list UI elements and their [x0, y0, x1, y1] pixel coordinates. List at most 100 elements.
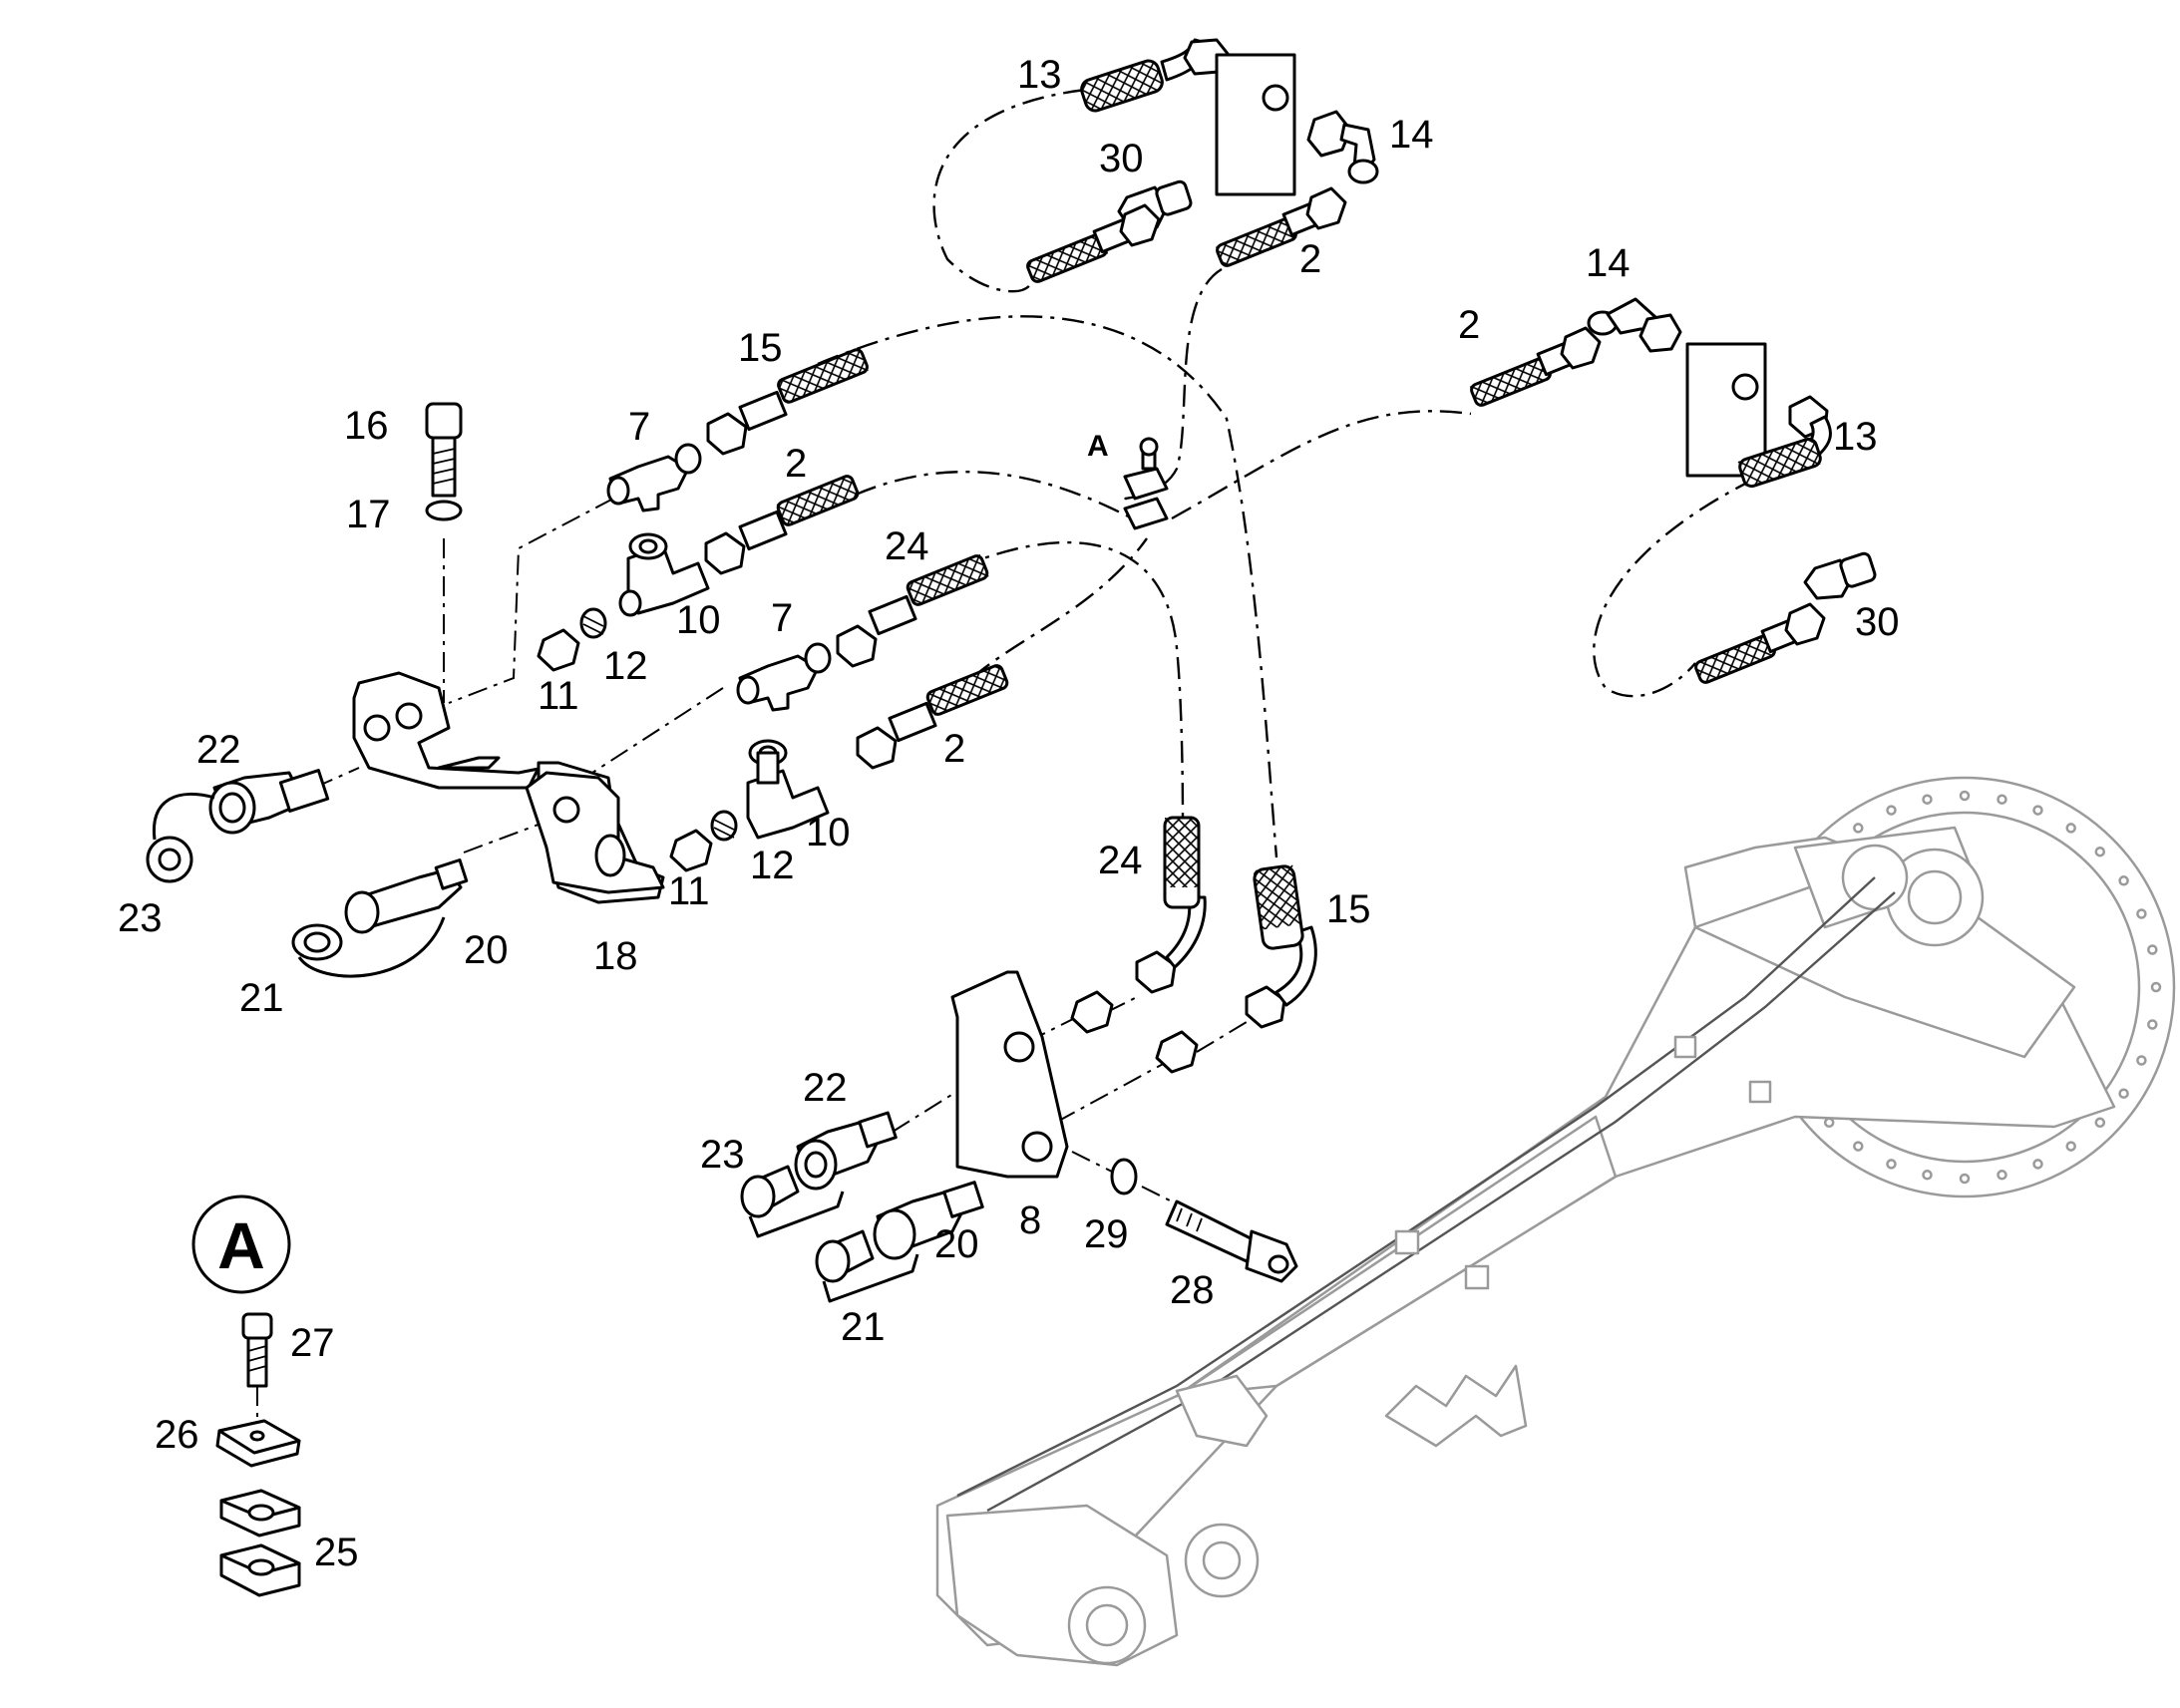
part-label: 8: [1019, 1198, 1041, 1242]
flange-bolt-hole: [1922, 1170, 1933, 1181]
flange-bolt-hole: [2147, 1019, 2158, 1030]
part-label: 26: [155, 1413, 199, 1457]
detail-a-badge-circle: [191, 1195, 291, 1294]
flange-bolt-hole: [2136, 1055, 2147, 1066]
part-29-washer: [1110, 1158, 1138, 1196]
flange-bolt-hole: [1959, 1173, 1971, 1185]
part-label: 15: [738, 326, 783, 370]
part-label: 23: [700, 1133, 745, 1177]
part-14-elbow-fitting-right: [1587, 297, 1682, 353]
part-23-cap-upper: [146, 793, 215, 883]
part-24-hose-elbow-lower: [1135, 816, 1207, 994]
part-22-coupler-lower: [794, 1111, 898, 1191]
flange-bolt-hole: [1997, 794, 2007, 805]
part-label: 12: [750, 844, 795, 887]
part-12-insert-upper: [579, 607, 607, 639]
part-label: 30: [1099, 137, 1144, 180]
part-21-cap-lower: [291, 916, 446, 978]
part-label: 16: [344, 404, 389, 448]
part-label: 15: [1326, 887, 1371, 931]
boom-pipe-lower: [986, 891, 1896, 1513]
flange-bolt-hole: [2118, 875, 2129, 886]
part-10-tee-upper: [618, 532, 710, 617]
flange-bolt-hole: [1997, 1170, 2007, 1181]
part-label: 11: [668, 869, 710, 913]
part-22-coupler-upper: [208, 769, 330, 835]
part-label: 24: [885, 524, 929, 568]
flange-bolt-hole: [1886, 805, 1897, 816]
hose-line-15a-across: [817, 315, 1278, 858]
hose-line-2d-to-clamp: [971, 537, 1148, 679]
part-20-coupler-lower: [344, 858, 469, 934]
part-2-hose-mid-lower: [856, 663, 1009, 770]
part-label: 13: [1833, 415, 1878, 459]
boom-head-pin-inner: [1907, 869, 1963, 925]
part-2-hose-right-lower: [1693, 602, 1826, 685]
part-label: 21: [841, 1305, 886, 1349]
part-12-insert-lower: [710, 810, 738, 842]
part-10-tee-lower: [746, 739, 830, 840]
boom-mid-pin-inner: [1202, 1540, 1242, 1580]
hose-line-2a-down: [1124, 267, 1223, 501]
boom-mount-bracket: [1175, 1374, 1269, 1448]
detail-a-badge-letter: A: [217, 1208, 265, 1282]
part-label: 2: [785, 442, 807, 486]
part-7-tee-upper: [606, 443, 702, 512]
part-label: 2: [1299, 237, 1321, 281]
part-21-cap-center: [815, 1229, 919, 1303]
part-label: 2: [943, 727, 965, 771]
boom-clamp-1: [1394, 1229, 1420, 1255]
part-label: 10: [676, 598, 721, 642]
leader-20a-to-bracket: [463, 822, 545, 854]
part-24-hose-mid: [836, 553, 989, 668]
part-label: 22: [803, 1066, 848, 1110]
flange-bolt-hole: [2150, 981, 2162, 993]
hose-line-24a-down: [956, 541, 1185, 819]
part-label: 20: [934, 1222, 979, 1266]
part-label: 12: [603, 644, 648, 688]
part-7-tee-lower: [736, 642, 832, 712]
hose-line-clamp-to-2b: [1171, 410, 1472, 520]
part-label: 13: [1017, 53, 1062, 97]
part-label: 30: [1855, 600, 1900, 644]
flange-bolt-hole: [2032, 805, 2043, 816]
flange-bolt-hole: [2032, 1159, 2043, 1170]
hose-line-2c-to-clamp: [817, 470, 1143, 525]
flange-bolt-hole: [2065, 1141, 2076, 1152]
part-13-hose-elbow-right: [1737, 395, 1832, 489]
boom-clamp-2: [1464, 1264, 1490, 1290]
part-label: 18: [593, 934, 638, 978]
leader-plate-to-nut-2: [1056, 1061, 1168, 1123]
part-number-labels: 13 14 30 2 14 2 13 30 15 16 7 17 2 24 10…: [118, 53, 1900, 1574]
leader-29-to-28: [1141, 1186, 1183, 1207]
part-16-bolt: [425, 402, 463, 498]
leader-plate-to-29: [1071, 1151, 1113, 1173]
part-2-hose-right: [1469, 326, 1602, 408]
part-label: 22: [196, 728, 241, 772]
part-label: 27: [290, 1321, 335, 1365]
flange-bolt-hole: [2094, 1117, 2106, 1129]
part-label: 17: [346, 493, 391, 536]
part-17-washer: [425, 500, 463, 521]
boom-assembly: [935, 776, 2176, 1667]
part-13-hose-elbow-top: [1080, 38, 1231, 113]
part-30-adapter-right: [1803, 551, 1877, 600]
part-block-right-hole: [1731, 373, 1759, 401]
part-label: 7: [771, 596, 793, 640]
part-11-nut-lower: [669, 829, 713, 872]
detail-marker-a: A: [1087, 430, 1109, 463]
part-label: 21: [239, 976, 284, 1020]
flange-bolt-hole: [2094, 846, 2106, 857]
part-2-hose-top-right: [1215, 186, 1347, 268]
part-label: 20: [464, 928, 509, 972]
part-nut-plate-lower: [1155, 1030, 1199, 1074]
part-8-mounting-plate: [950, 970, 1069, 1179]
boom-pipe-upper: [956, 876, 1876, 1498]
part-2-hose-top-left: [1025, 203, 1161, 284]
flange-bolt-hole: [2147, 944, 2158, 955]
flange-bolt-hole: [1853, 823, 1864, 834]
part-block-top: [1215, 53, 1296, 196]
part-label: 10: [806, 811, 851, 854]
part-25-clamp-halves: [219, 1489, 301, 1597]
